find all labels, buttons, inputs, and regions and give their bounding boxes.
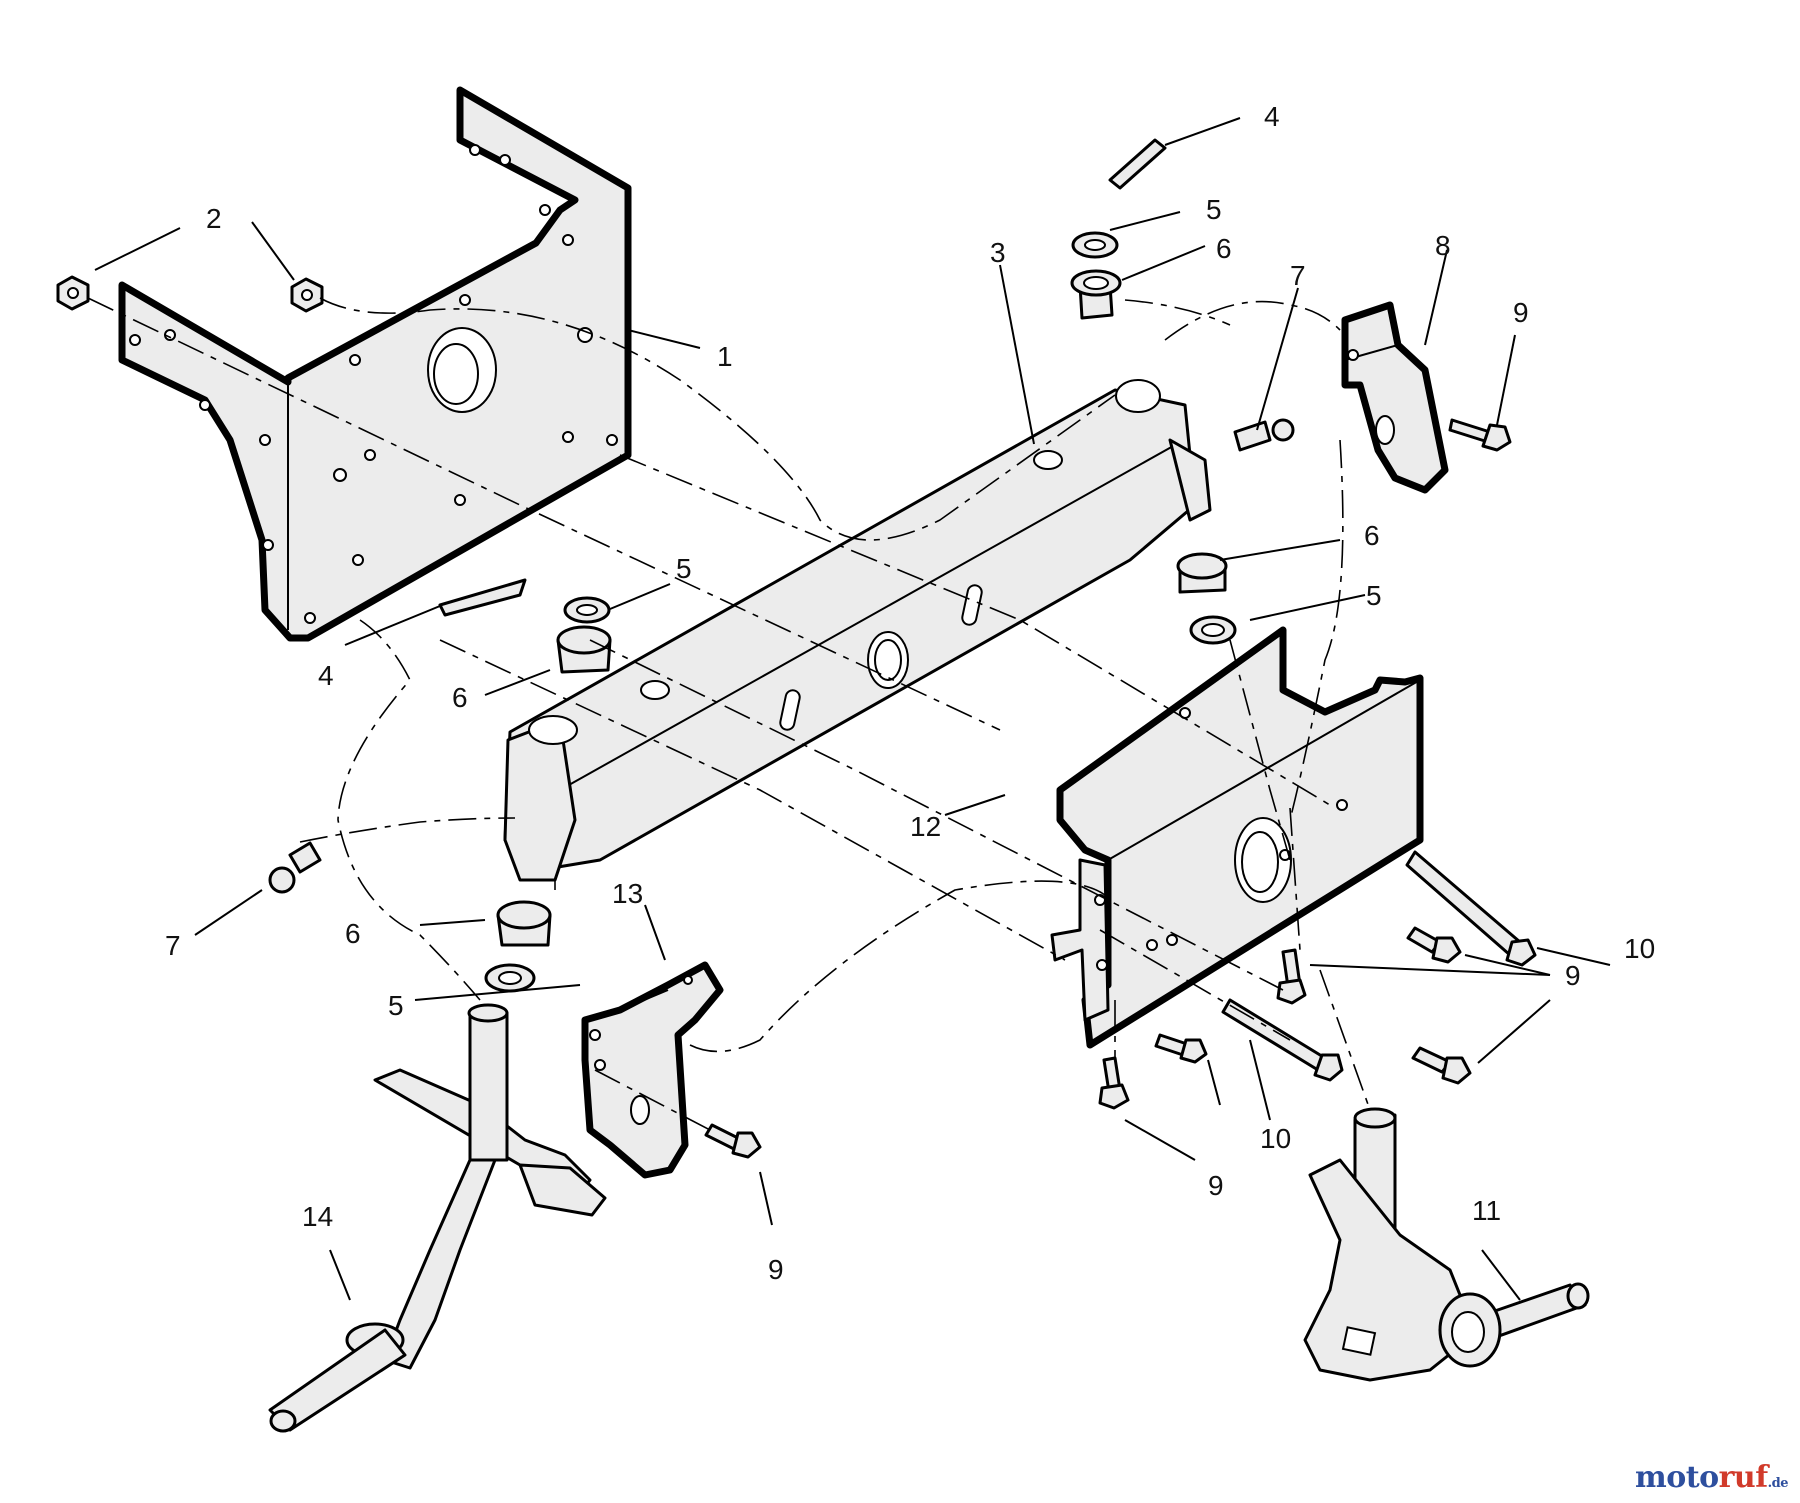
grease-fitting-lower [288,841,322,874]
bushings-and-washers [484,231,1237,993]
assembly-lines [87,297,1371,1131]
callout-10-lower: 10 [1260,1123,1291,1154]
callout-13: 13 [612,878,643,909]
part-14-left-spindle [268,1003,607,1433]
callout-14: 14 [302,1201,333,1232]
callout-6-lower-left: 6 [345,918,361,949]
callout-11: 11 [1472,1195,1501,1226]
part-3-axle-beam [503,379,1212,882]
callout-9-lower: 9 [1208,1170,1224,1201]
small-hardware [56,138,1295,894]
callout-4-top: 4 [1264,101,1280,132]
part-11-right-spindle [1303,1107,1590,1382]
callout-6-top: 6 [1216,233,1232,264]
callout-4-left: 4 [318,660,334,691]
callout-12: 12 [910,811,941,842]
callouts: 1 2 3 4 4 5 5 5 5 6 6 6 6 7 7 8 9 9 9 9 … [165,101,1655,1285]
part-8-upper-right-bracket [1341,301,1449,494]
cotter-pin-left [438,578,527,617]
part-12-right-frame-bracket [1050,626,1424,1049]
callout-5-top: 5 [1206,194,1222,225]
callout-6-right: 6 [1364,520,1380,551]
callout-6-left: 6 [452,682,468,713]
callout-9-upper: 9 [1513,297,1529,328]
callout-1: 1 [717,341,733,372]
callout-7-top: 7 [1290,260,1306,291]
bolt-9-right-a [1406,926,1442,954]
callout-3: 3 [990,237,1006,268]
callout-9-lower-left: 9 [768,1254,784,1285]
cotter-pin-top [1108,138,1167,190]
bolts [704,418,1537,1159]
callout-7-left: 7 [165,930,181,961]
callout-10-right: 10 [1624,933,1655,964]
leader-lines [94,117,1611,1301]
callout-5-left: 5 [676,553,692,584]
callout-5-right: 5 [1366,580,1382,611]
part-13-lower-left-bracket [581,961,724,1179]
grease-fitting-upper [1233,420,1272,452]
callout-8: 8 [1435,230,1451,261]
part-1-front-frame-plate [118,86,632,642]
callout-2: 2 [206,203,222,234]
watermark-logo: motoruf.de [1634,1460,1789,1495]
callout-5-lower-left: 5 [388,990,404,1021]
watermark-part-2: ruf [1718,1460,1769,1495]
callout-9-right: 9 [1565,960,1581,991]
bolt-9-right-c [1411,1046,1452,1074]
watermark-part-1: moto [1634,1460,1719,1495]
watermark-tld: .de [1767,1476,1789,1491]
